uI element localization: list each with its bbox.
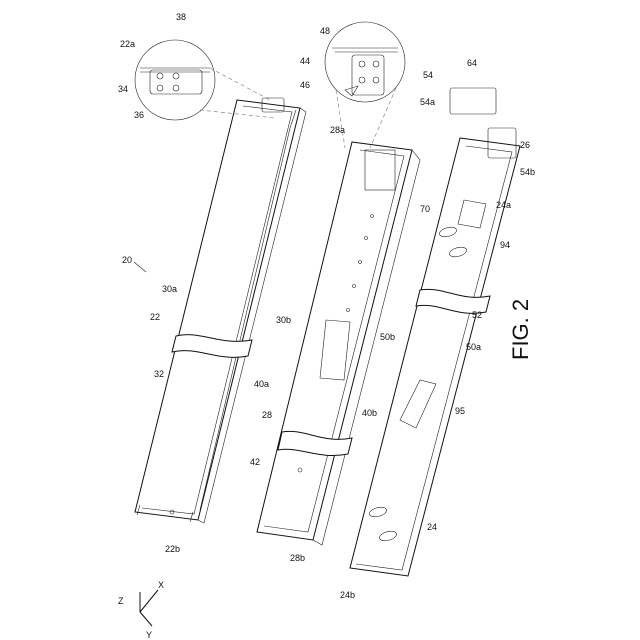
- intermediate-rail-28: [257, 142, 420, 545]
- label-20: 20: [122, 255, 132, 265]
- label-50b: 50b: [380, 332, 395, 342]
- label-95: 95: [455, 406, 465, 416]
- label-94: 94: [500, 240, 510, 250]
- label-54a: 54a: [420, 97, 435, 107]
- label-50a: 50a: [466, 342, 481, 352]
- label-44: 44: [300, 56, 310, 66]
- label-46: 46: [300, 80, 310, 90]
- outer-rail-22: [135, 98, 306, 523]
- label-22: 22: [150, 312, 160, 322]
- label-28: 28: [262, 410, 272, 420]
- label-52: 52: [472, 310, 482, 320]
- axis-x-label: X: [158, 580, 164, 590]
- axis-z-label: Z: [118, 596, 124, 606]
- label-24: 24: [427, 522, 437, 532]
- label-24a: 24a: [496, 200, 511, 210]
- label-54: 54: [423, 70, 433, 80]
- axis-y-label: Y: [146, 630, 152, 640]
- hole-row: [347, 215, 374, 312]
- label-64: 64: [467, 58, 477, 68]
- label-26: 26: [520, 140, 530, 150]
- label-48: 48: [320, 26, 330, 36]
- label-38: 38: [176, 12, 186, 22]
- label-40b: 40b: [362, 408, 377, 418]
- label-70: 70: [420, 204, 430, 214]
- label-28b: 28b: [290, 553, 305, 563]
- label-54b: 54b: [520, 167, 535, 177]
- label-28a: 28a: [330, 125, 345, 135]
- figure-caption: FIG. 2: [508, 299, 533, 360]
- label-22b: 22b: [165, 544, 180, 554]
- label-24b: 24b: [340, 590, 355, 600]
- label-40a: 40a: [254, 379, 269, 389]
- label-42: 42: [250, 457, 260, 467]
- label-30a: 30a: [162, 284, 177, 294]
- label-30b: 30b: [276, 315, 291, 325]
- inner-rail-24: [350, 88, 520, 576]
- label-34: 34: [118, 84, 128, 94]
- label-36: 36: [134, 110, 144, 120]
- label-32: 32: [154, 369, 164, 379]
- detail-view-left: [135, 40, 275, 120]
- coordinate-axes: X Z Y: [118, 580, 164, 640]
- label-22a: 22a: [120, 39, 135, 49]
